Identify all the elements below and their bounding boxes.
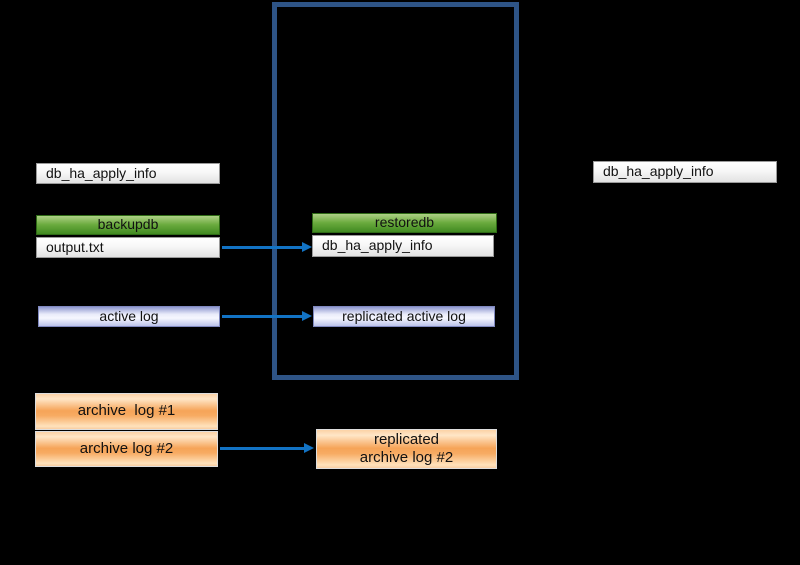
arrow-output-to-apply-info: [222, 242, 312, 252]
restoredb-box: restoredb: [312, 213, 497, 233]
arrow-archive-log2-to-replicated: [220, 443, 314, 453]
archive-log-1-label: archive log #1: [77, 402, 176, 420]
replicated-archive-log-2-box: replicated archive log #2: [316, 429, 497, 469]
active-log-box: active log: [38, 306, 220, 327]
restore-host-frame: [272, 2, 519, 380]
restored-db-ha-apply-info-label: db_ha_apply_info: [322, 237, 433, 254]
replicated-active-log-box: replicated active log: [313, 306, 495, 327]
output-txt-box: output.txt: [36, 237, 220, 258]
archive-log-2-box: archive log #2: [35, 431, 218, 467]
archive-log-1-box: archive log #1: [35, 393, 218, 430]
target-db-ha-apply-info-label: db_ha_apply_info: [603, 163, 714, 180]
output-txt-label: output.txt: [46, 238, 104, 255]
archive-log-2-label: archive log #2: [79, 439, 174, 457]
replicated-archive-log-2-label: replicated archive log #2: [359, 430, 454, 466]
active-log-label: active log: [99, 307, 159, 324]
backupdb-box: backupdb: [36, 215, 220, 235]
arrow-active-log-to-replicated: [222, 311, 312, 321]
backupdb-label: backupdb: [97, 216, 159, 233]
source-db-ha-apply-info-label: db_ha_apply_info: [46, 164, 157, 181]
restored-db-ha-apply-info-box: db_ha_apply_info: [312, 235, 494, 257]
restoredb-label: restoredb: [374, 214, 435, 231]
source-db-ha-apply-info-box: db_ha_apply_info: [36, 163, 220, 184]
replicated-active-log-label: replicated active log: [342, 307, 466, 324]
target-db-ha-apply-info-box: db_ha_apply_info: [593, 161, 777, 183]
